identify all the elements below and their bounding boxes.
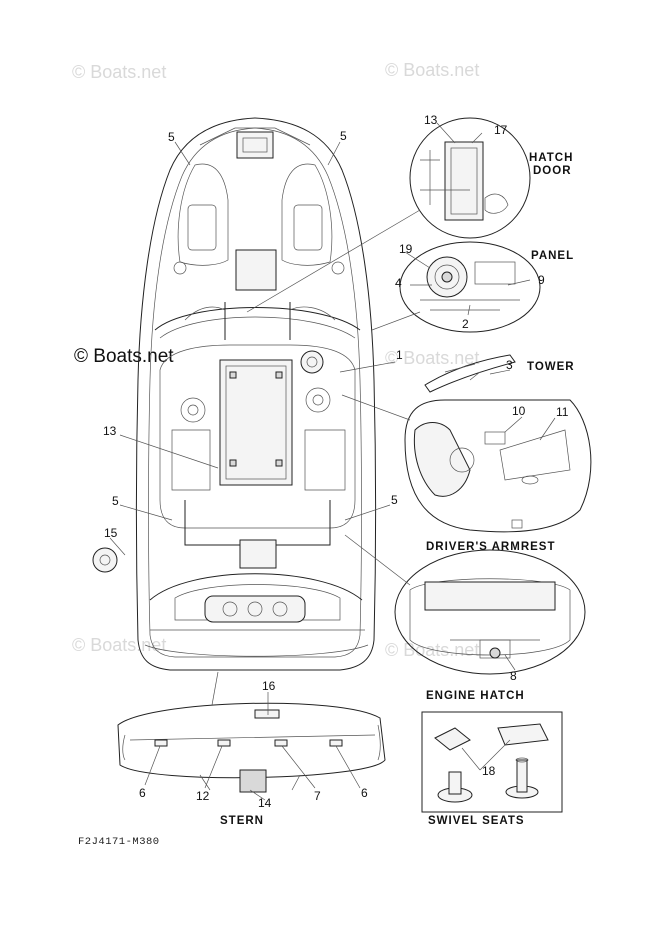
title-hatch-door-line2: DOOR [533, 165, 572, 177]
callout-13-deck: 13 [103, 424, 117, 438]
title-swivel-seats: SWIVEL SEATS [428, 815, 525, 827]
swivel-seats-detail [421, 711, 563, 813]
hatch-door-detail [409, 117, 531, 239]
callout-9-panel: 9 [538, 273, 545, 287]
title-drivers-armrest: DRIVER'S ARMREST [426, 541, 556, 553]
callout-5-mid-left: 5 [112, 494, 119, 508]
callout-5-bow-right: 5 [340, 129, 347, 143]
title-tower: TOWER [527, 361, 575, 373]
drawing-code: F2J4171-M380 [78, 836, 160, 848]
watermark-mid-right: © Boats.net [385, 348, 480, 368]
callout-7-stern: 7 [314, 789, 321, 803]
callout-13-hatch: 13 [424, 113, 438, 127]
callout-18-swivel: 18 [482, 764, 496, 778]
callout-1-tower: 1 [396, 348, 403, 362]
callout-17-hatch: 17 [494, 123, 508, 137]
tower-detail [424, 354, 516, 393]
callout-19-panel: 19 [399, 242, 413, 256]
callout-16-stern: 16 [262, 679, 276, 693]
callout-5-bow-left: 5 [168, 130, 175, 144]
callout-2-panel: 2 [462, 317, 469, 331]
callout-8-engine: 8 [510, 669, 517, 683]
stern-view [117, 702, 386, 793]
watermark-top-right: © Boats.net [385, 60, 480, 80]
boat-hull-top-view [136, 117, 376, 671]
callout-10-armrest: 10 [512, 404, 526, 418]
callout-11-armrest: 11 [556, 405, 569, 419]
watermark-main: © Boats.net [74, 346, 174, 367]
watermark-bottom-left: © Boats.net [72, 635, 167, 655]
callout-6-stern-left: 6 [139, 786, 146, 800]
callout-4-panel: 4 [395, 276, 402, 290]
watermark-top-left: © Boats.net [72, 62, 167, 82]
engine-hatch-detail [394, 549, 586, 675]
title-hatch-door-line1: HATCH [529, 152, 574, 164]
leader-lines [92, 122, 556, 801]
callout-14-stern: 14 [258, 796, 272, 810]
callout-3-tower: 3 [506, 358, 513, 372]
callout-12-stern: 12 [196, 789, 210, 803]
callout-5-mid-right: 5 [391, 493, 398, 507]
drivers-armrest-detail [404, 399, 592, 533]
panel-detail [399, 241, 541, 333]
title-stern: STERN [220, 815, 264, 827]
watermark-bottom-right: © Boats.net [385, 640, 480, 660]
callout-15-side: 15 [104, 526, 118, 540]
title-engine-hatch: ENGINE HATCH [426, 690, 525, 702]
title-panel: PANEL [531, 250, 575, 262]
callout-6-stern-right: 6 [361, 786, 368, 800]
